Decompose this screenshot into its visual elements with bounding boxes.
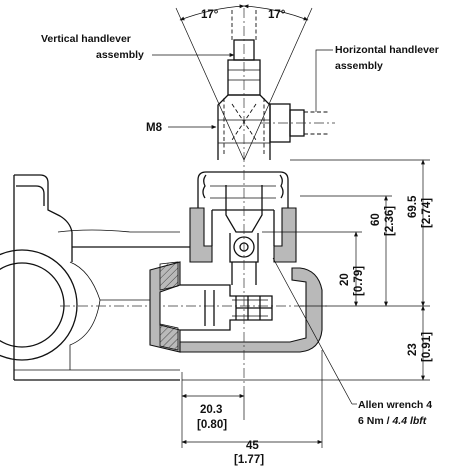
callout-horizontal-handlever: Horizontal handlever assembly bbox=[315, 44, 439, 112]
angle-right-label: 17° bbox=[268, 9, 286, 21]
dim-69-5-mm: 69.5 bbox=[407, 195, 419, 218]
horizontal-handlever-label-line1: Horizontal handlever bbox=[335, 44, 439, 56]
thread-size-label: M8 bbox=[146, 122, 163, 134]
callout-vertical-handlever: Vertical handlever assembly bbox=[41, 33, 235, 61]
dim-20-3-in: [0.80] bbox=[197, 419, 227, 431]
handlever-housing bbox=[189, 171, 297, 285]
horizontal-handlever-label-line2: assembly bbox=[335, 60, 383, 72]
dim-20-mm: 20 bbox=[339, 273, 351, 286]
allen-wrench-label-line1: Allen wrench 4 bbox=[358, 399, 432, 411]
spool-section bbox=[149, 261, 323, 353]
torque-label: 6 Nm / 4.4 lbft bbox=[358, 415, 427, 427]
torque-metric-value: 6 Nm / bbox=[358, 415, 392, 427]
dim-60-mm: 60 bbox=[370, 213, 382, 226]
callout-allen-wrench: Allen wrench 4 6 Nm / 4.4 lbft bbox=[272, 257, 432, 427]
dim-45-in: [1.77] bbox=[234, 454, 264, 466]
horizontal-handlever bbox=[260, 103, 335, 143]
vertical-handlever-label-line2: assembly bbox=[96, 49, 144, 61]
valve-body bbox=[0, 174, 330, 381]
vertical-handlever-label-line1: Vertical handlever bbox=[41, 33, 131, 45]
dim-69-5-in: [2.74] bbox=[421, 198, 433, 228]
dim-45-mm: 45 bbox=[246, 440, 259, 452]
vertical-dimensions: 20 [0.79] 60 [2.36] 69.5 [2.74] 23 [0.91… bbox=[182, 159, 433, 381]
callout-m8: M8 bbox=[146, 122, 217, 134]
torque-imperial-value: 4.4 lbft bbox=[391, 415, 426, 427]
angle-left-label: 17° bbox=[201, 9, 219, 21]
dim-23-in: [0.91] bbox=[421, 332, 433, 362]
angle-indicator: 17° 17° bbox=[175, 4, 313, 161]
dim-60-in: [2.36] bbox=[384, 206, 396, 236]
dim-23-mm: 23 bbox=[407, 343, 419, 356]
dim-20-3-mm: 20.3 bbox=[200, 404, 222, 416]
horizontal-dimensions: 20.3 [0.80] 45 [1.77] bbox=[181, 350, 323, 466]
dim-20-in: [0.79] bbox=[353, 266, 365, 296]
